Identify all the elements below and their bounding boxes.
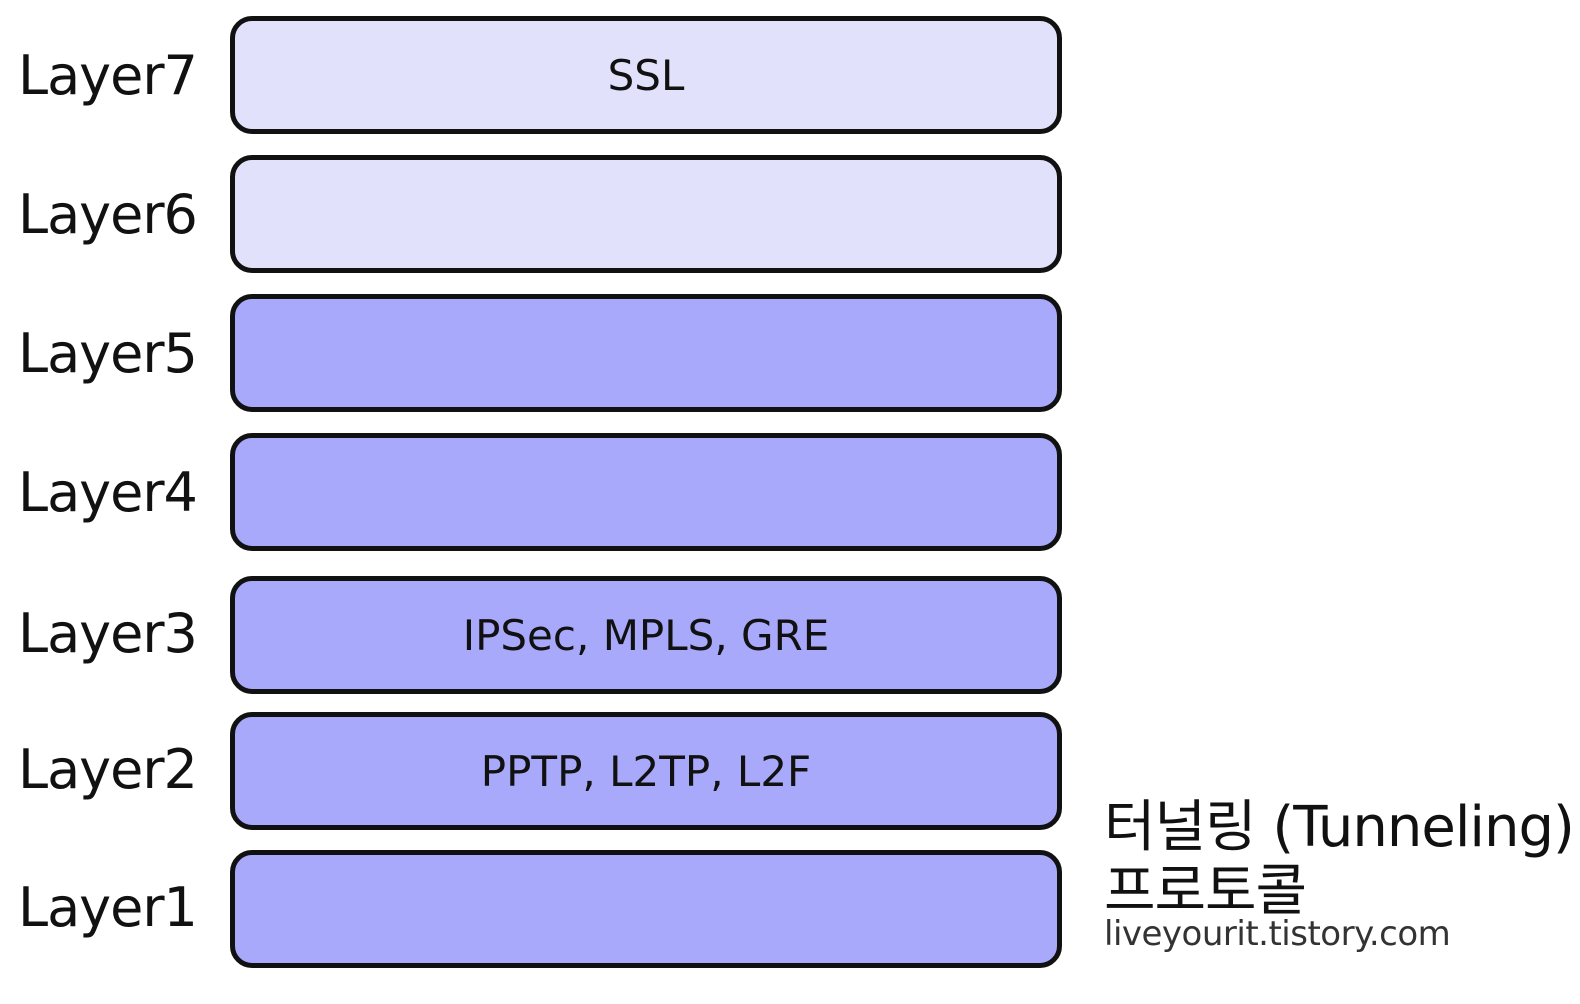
layer6-label: Layer6	[18, 183, 198, 246]
layer6-box	[230, 155, 1062, 273]
layer1-label: Layer1	[18, 876, 198, 939]
layer5-box	[230, 294, 1062, 412]
layer2-label: Layer2	[18, 738, 198, 801]
layer2-box: PPTP, L2TP, L2F	[230, 712, 1062, 830]
layer7-box: SSL	[230, 16, 1062, 134]
layer2-protocols: PPTP, L2TP, L2F	[480, 746, 812, 796]
layer7-label: Layer7	[18, 44, 198, 107]
layer3-label: Layer3	[18, 602, 198, 665]
layer7-protocols: SSL	[607, 50, 685, 100]
watermark: liveyourit.tistory.com	[1104, 914, 1451, 954]
layer5-label: Layer5	[18, 322, 198, 385]
caption-line1: 터널링 (Tunneling)	[1104, 795, 1575, 860]
caption-line2: 프로토콜	[1104, 859, 1307, 924]
layer4-label: Layer4	[18, 461, 198, 524]
layer1-box	[230, 850, 1062, 968]
layer3-protocols: IPSec, MPLS, GRE	[462, 610, 830, 660]
layer3-box: IPSec, MPLS, GRE	[230, 576, 1062, 694]
layer4-box	[230, 433, 1062, 551]
